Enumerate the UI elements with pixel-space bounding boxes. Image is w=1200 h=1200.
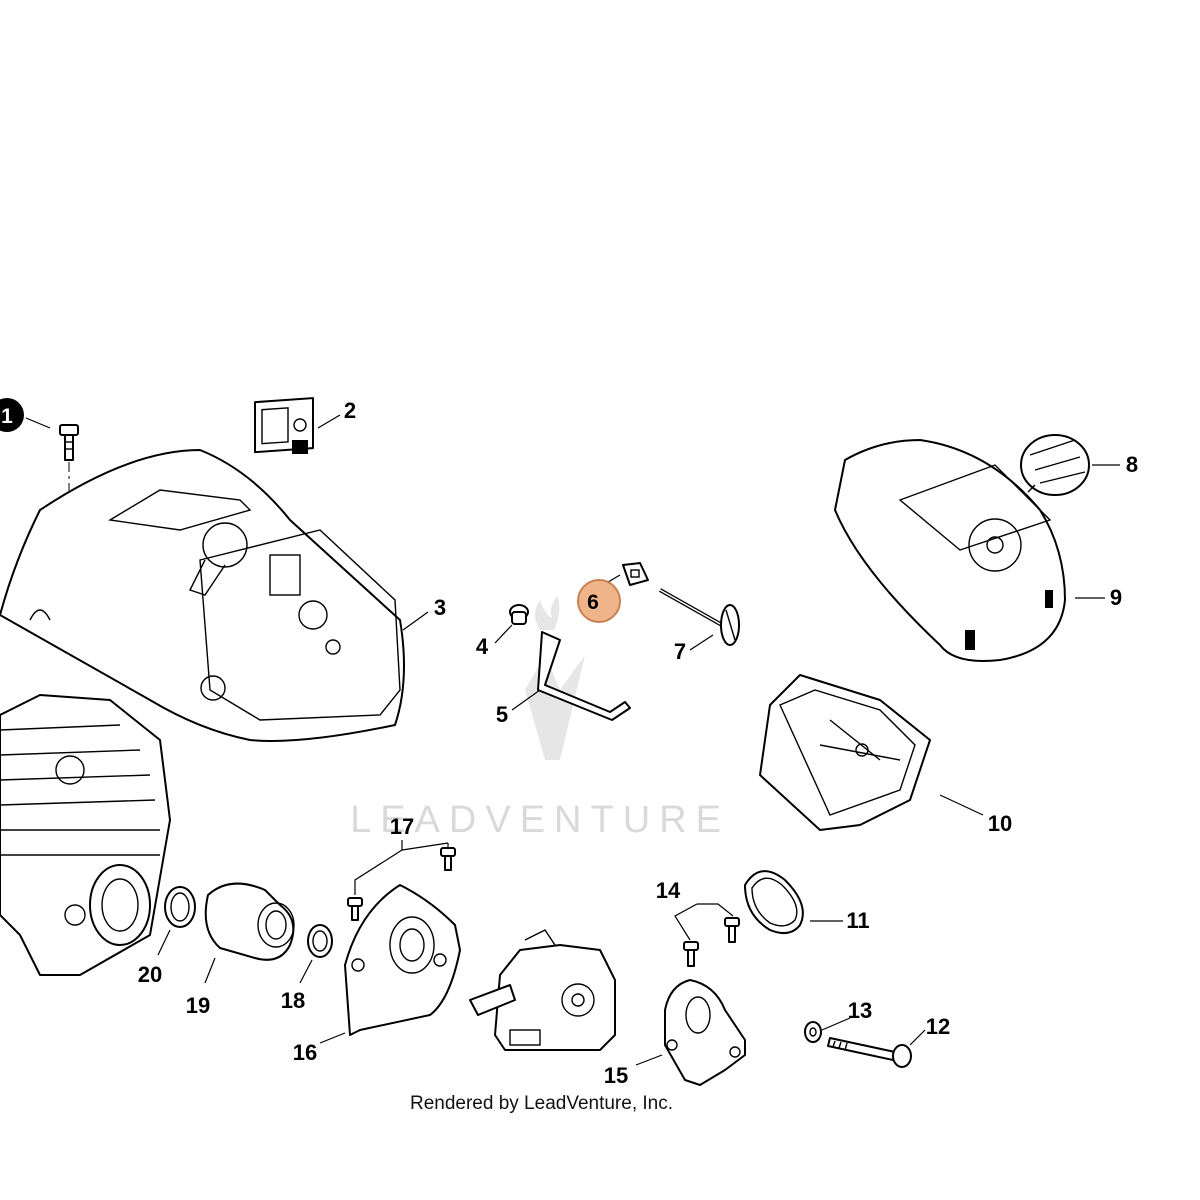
part-15-carburetor-holder[interactable] [664,979,746,1086]
callout-18[interactable]: 18 [281,988,305,1013]
part-6-clip[interactable] [622,562,649,586]
callout-6-highlighted[interactable]: 6 [577,579,621,623]
part-7-shaft[interactable] [659,588,740,646]
part-10-air-filter[interactable] [759,674,931,831]
cylinder-assembly [0,694,171,976]
callout-3[interactable]: 3 [434,595,446,620]
callout-13[interactable]: 13 [848,998,872,1023]
callout-8[interactable]: 8 [1126,452,1138,477]
callout-17[interactable]: 17 [390,814,414,839]
leader-lines [25,414,1120,1066]
part-4-grommet[interactable] [509,604,529,625]
part-5-rod[interactable] [537,631,631,721]
svg-text:6: 6 [587,591,599,614]
watermark-text: LEADVENTURE [350,799,730,841]
callout-labels: 1 2 3 4 5 6 7 8 9 10 11 12 13 14 15 16 1… [0,398,1138,1088]
callout-10[interactable]: 10 [988,811,1012,836]
part-18-o-ring[interactable] [307,924,333,958]
part-14-screws[interactable] [683,917,740,967]
part-13-washer[interactable] [804,1021,822,1043]
part-3-shroud[interactable] [0,449,405,742]
callout-15[interactable]: 15 [604,1063,628,1088]
part-9-cover[interactable] [834,439,1066,662]
carburetor [469,929,616,1051]
callout-14[interactable]: 14 [656,878,681,903]
callout-19[interactable]: 19 [186,993,210,1018]
svg-text:1: 1 [1,405,13,428]
callout-16[interactable]: 16 [293,1040,317,1065]
callout-12[interactable]: 12 [926,1014,950,1039]
part-12-bolt[interactable] [827,1037,912,1068]
callout-2[interactable]: 2 [344,398,356,423]
callout-5[interactable]: 5 [496,702,508,727]
part-16-manifold[interactable] [344,884,461,1036]
part-19-intake-flange[interactable] [204,882,295,961]
part-20-gasket[interactable] [164,886,196,928]
callout-20[interactable]: 20 [138,962,162,987]
callout-9[interactable]: 9 [1110,585,1122,610]
part-8-knob[interactable] [1020,434,1090,496]
callout-7[interactable]: 7 [674,639,686,664]
callout-4[interactable]: 4 [476,634,489,659]
part-11-seal[interactable] [744,870,804,935]
part-2-label[interactable] [254,397,314,454]
leadventure-watermark: LEADVENTURE [350,596,730,841]
callout-11[interactable]: 11 [846,908,869,933]
callout-1[interactable]: 1 [0,398,24,432]
render-credit: Rendered by LeadVenture, Inc. [409,1093,674,1114]
